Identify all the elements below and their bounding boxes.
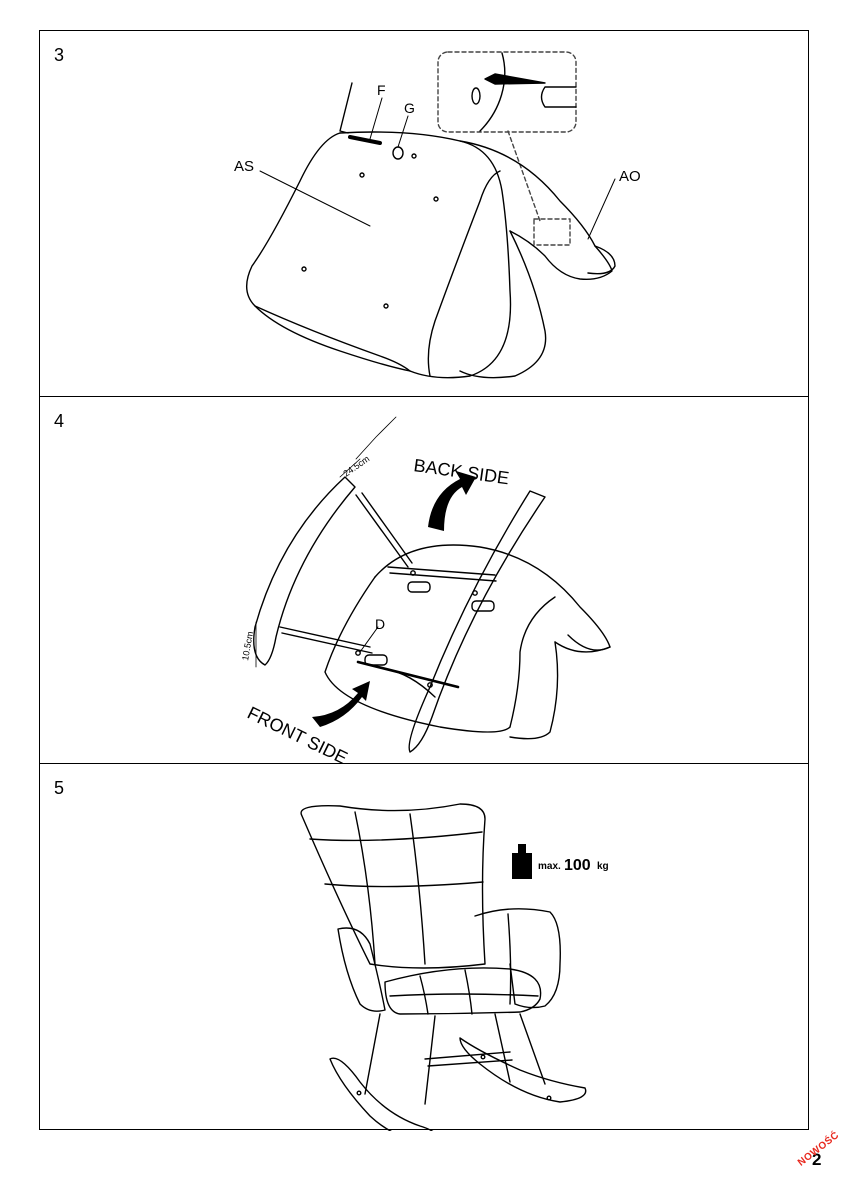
label-ao: AO <box>619 168 641 185</box>
step-5-panel: 5 <box>40 764 808 1131</box>
step-4-panel: 4 <box>40 397 808 764</box>
step-3-illustration: F G AS AO <box>234 51 641 379</box>
step-number: 4 <box>54 411 65 431</box>
weight-value: 100 <box>564 857 591 874</box>
step-4-illustration: BACK SIDE FRONT SIDE D 24.5cm 10.5cm <box>240 416 611 764</box>
step-5-illustration: max. 100 kg <box>300 803 609 1131</box>
weight-icon <box>512 844 532 879</box>
weight-prefix: max. <box>538 861 561 872</box>
label-g: G <box>404 100 415 116</box>
step-number: 5 <box>54 778 65 798</box>
label-d: D <box>375 616 385 632</box>
label-dim-top: 24.5cm <box>341 454 371 479</box>
label-dim-side: 10.5cm <box>240 631 255 662</box>
weight-unit: kg <box>597 861 609 872</box>
instruction-frame: 3 <box>39 30 809 1131</box>
step-3-panel: 3 <box>40 31 808 397</box>
label-f: F <box>377 82 386 98</box>
label-as: AS <box>234 158 254 175</box>
page-number: 2 <box>812 1150 822 1169</box>
step-number: 3 <box>54 45 65 65</box>
